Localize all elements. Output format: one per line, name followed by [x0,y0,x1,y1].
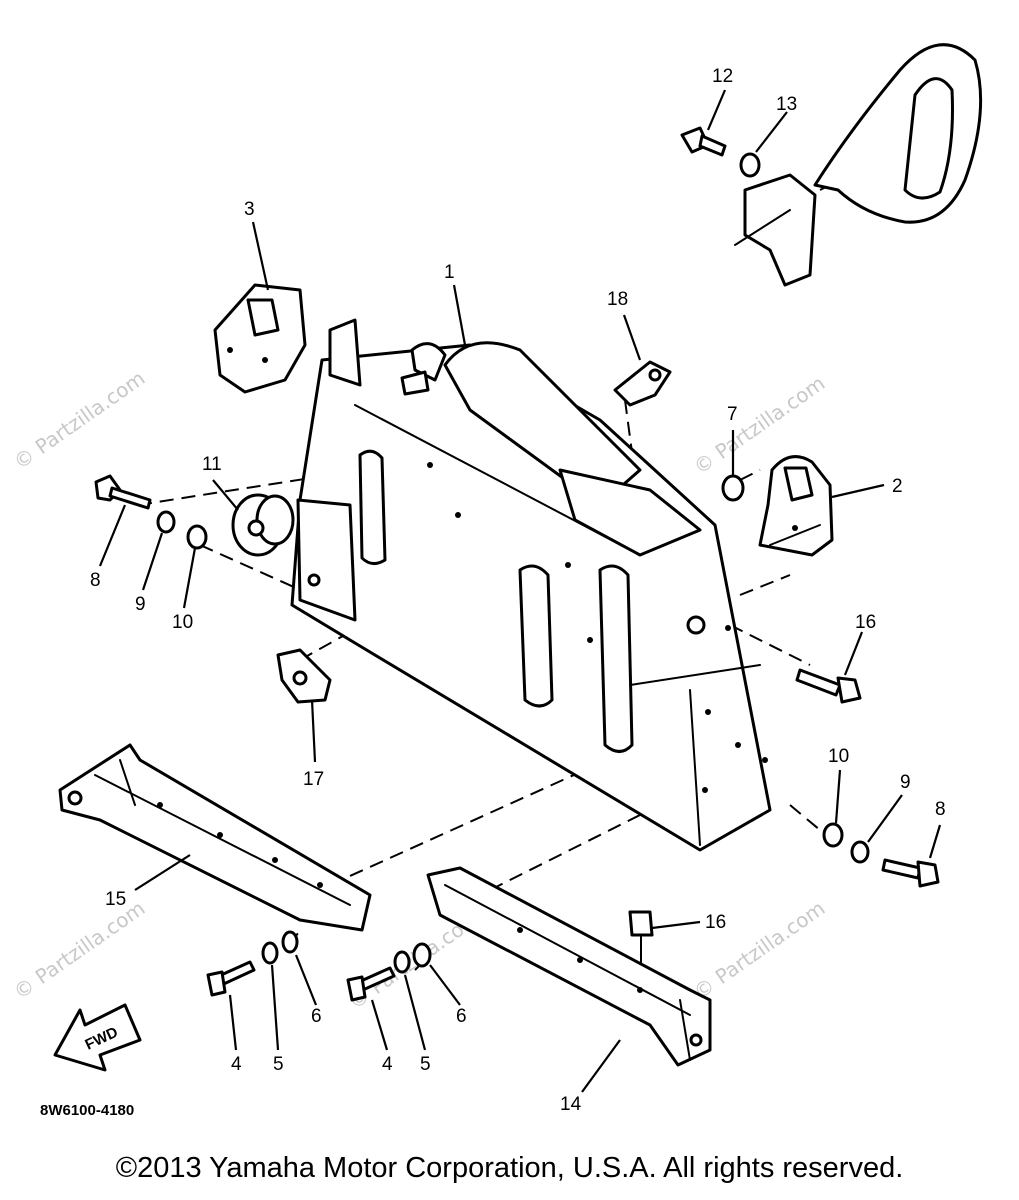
copyright-notice: ©2013 Yamaha Motor Corporation, U.S.A. A… [115,1152,904,1184]
callout-4-right: 4 [382,1054,393,1075]
bolt-16-upper[interactable] [795,668,862,704]
callout-6-left: 6 [311,1006,322,1027]
bolt-8-right[interactable] [881,858,940,888]
bolt-16-lower[interactable] [628,910,654,966]
mount-bracket-right[interactable] [758,455,834,557]
watermark: © Partzilla.com [9,896,149,1004]
callout-7: 7 [727,404,738,425]
washer-6-left[interactable] [281,930,299,954]
frame-bracket[interactable] [290,318,772,852]
callout-13: 13 [776,94,797,115]
washer-5-right[interactable] [393,950,411,974]
cross-member-15[interactable] [58,743,372,932]
bolt-12[interactable] [680,126,727,157]
callout-6-right: 6 [456,1006,467,1027]
callout-9-right: 9 [900,772,911,793]
diagram-code: 8W6100-4180 [40,1102,134,1119]
bolt-4-right[interactable] [346,966,396,1002]
callout-14: 14 [560,1094,582,1115]
callout-15: 15 [105,889,126,910]
nut-7[interactable] [721,474,745,502]
leader-lines [98,89,942,1093]
callout-3: 3 [244,199,255,220]
washer-5-left[interactable] [261,941,279,965]
callout-16-upper: 16 [855,612,876,633]
cross-member-14[interactable] [426,866,712,1067]
callout-1: 1 [444,262,455,283]
washer-10-right[interactable] [822,822,844,848]
callout-10-left: 10 [172,612,193,633]
handle-assembly[interactable] [734,43,983,287]
callout-11: 11 [202,454,222,475]
washer-9-left[interactable] [156,510,176,534]
callout-8-right: 8 [935,799,946,820]
callout-5-left: 5 [273,1054,284,1075]
washer-6-right[interactable] [412,942,432,968]
fwd-arrow-icon: FWD [53,1003,142,1072]
watermark: © Partzilla.com [9,366,149,474]
washer-13[interactable] [739,152,761,178]
bolt-8-left[interactable] [94,474,152,510]
mount-bracket-left[interactable] [213,283,307,394]
clip-17[interactable] [276,648,332,704]
damper[interactable] [231,493,295,557]
callout-4-left: 4 [231,1054,242,1075]
callout-18: 18 [607,289,628,310]
callouts: 1 2 3 4 4 5 5 6 6 7 8 8 9 9 10 10 11 12 … [90,66,946,1115]
callout-8-left: 8 [90,570,101,591]
callout-16-lower: 16 [705,912,726,933]
callout-9-left: 9 [135,594,146,615]
callout-5-right: 5 [420,1054,431,1075]
callout-12: 12 [712,66,733,87]
washer-10-left[interactable] [186,524,208,550]
washer-9-right[interactable] [850,840,870,864]
callout-17: 17 [303,769,324,790]
callout-2: 2 [892,476,903,497]
bolt-4-left[interactable] [206,960,256,997]
callout-10-right: 10 [828,746,849,767]
clip-18[interactable] [613,360,672,407]
